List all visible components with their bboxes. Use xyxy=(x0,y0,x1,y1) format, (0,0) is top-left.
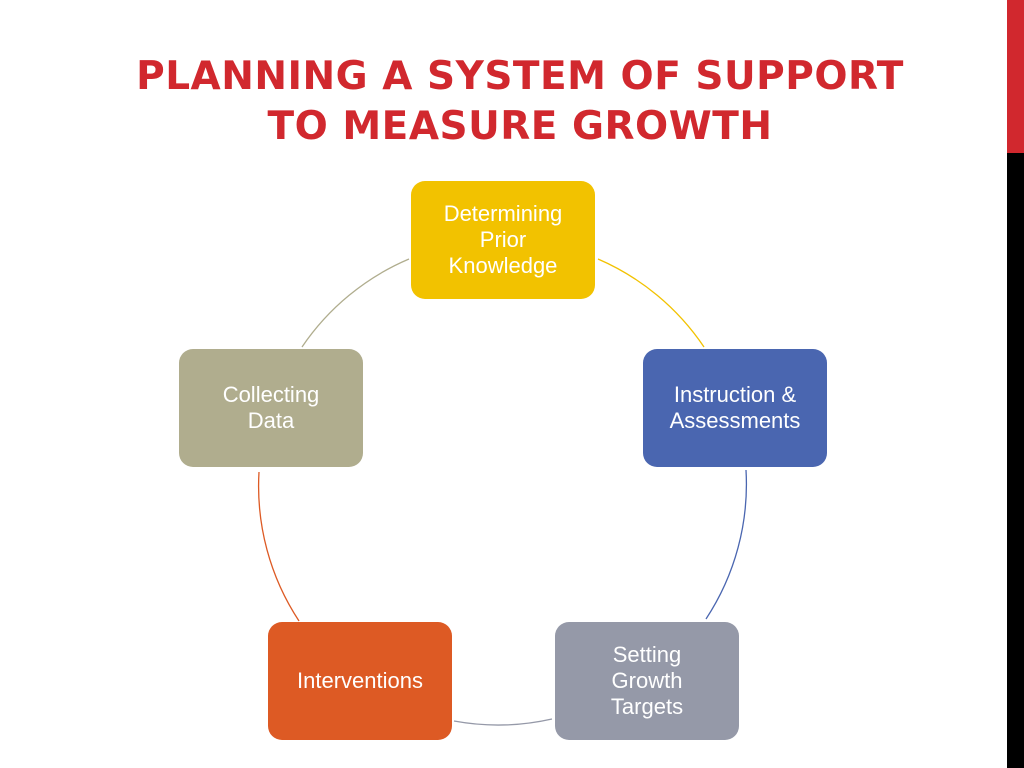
cycle-node-label: Determining Prior Knowledge xyxy=(443,201,563,278)
cycle-node-label: Instruction & Assessments xyxy=(669,382,801,433)
cycle-node-determining-prior-knowledge: Determining Prior Knowledge xyxy=(411,181,595,299)
cycle-node-instruction-assessments: Instruction & Assessments xyxy=(643,349,827,467)
arc-targets-to-interventions xyxy=(453,718,553,726)
cycle-node-label: Collecting Data xyxy=(222,382,320,433)
cycle-node-label: Interventions xyxy=(297,668,423,693)
slide-title: Planning a System of Support to Measure … xyxy=(60,52,980,152)
cycle-node-label: Setting Growth Targets xyxy=(610,642,684,719)
title-line-2: to Measure Growth xyxy=(267,104,773,149)
arc-instruction-to-targets xyxy=(705,469,748,620)
accent-bar-black xyxy=(1007,153,1024,768)
arc-prior-to-instruction xyxy=(597,258,705,348)
cycle-node-setting-growth-targets: Setting Growth Targets xyxy=(555,622,739,740)
title-line-1: Planning a System of Support xyxy=(136,54,904,99)
cycle-node-interventions: Interventions xyxy=(268,622,452,740)
arc-interventions-to-data xyxy=(257,471,300,622)
accent-bar-red xyxy=(1007,0,1024,153)
cycle-node-collecting-data: Collecting Data xyxy=(179,349,363,467)
arc-data-to-prior xyxy=(301,258,410,348)
